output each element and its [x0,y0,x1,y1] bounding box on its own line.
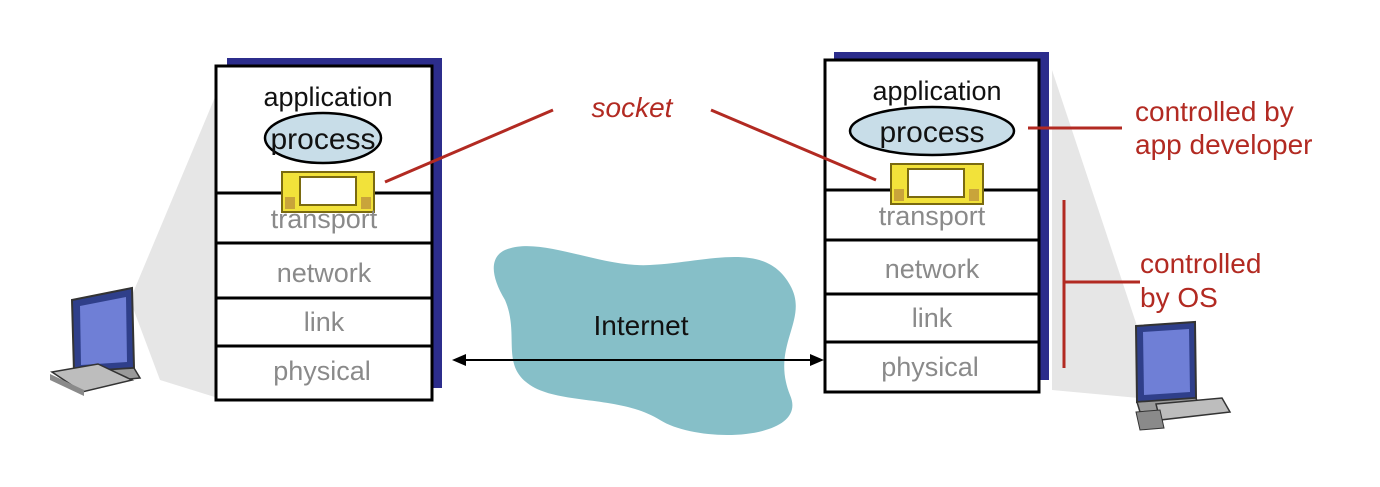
right-layer-physical: physical [881,352,979,382]
app-developer-line-2: app developer [1135,129,1312,160]
left-application-label: application [263,82,392,112]
left-host-cone [130,90,218,398]
left-process-ellipse [263,111,383,165]
right-socket-icon [890,163,984,205]
right-host-cone [1052,70,1160,400]
right-layer-transport: transport [879,201,986,231]
right-application-label: application [872,76,1001,106]
right-layer-network: network [885,254,980,284]
socket-label: socket [592,92,674,123]
right-process-ellipse [848,105,1016,157]
os-line-1: controlled [1140,248,1261,279]
left-process-label: process [270,123,375,156]
left-layer-transport: transport [271,204,378,234]
right-protocol-stack: application process transport network li… [823,52,1049,394]
os-annotation: controlled by OS [1140,248,1269,313]
right-process-label: process [879,116,984,149]
left-protocol-stack: application process transport network li… [214,58,442,402]
left-layer-network: network [277,258,372,288]
app-developer-annotation: controlled by app developer [1135,96,1312,160]
right-computer-icon [1134,320,1232,431]
physical-link-arrow [452,354,824,366]
internet-label: Internet [594,310,689,341]
left-computer-icon [50,286,142,396]
left-socket-icon [281,171,375,213]
internet-cloud [493,246,796,435]
socket-pointer-right [710,108,877,182]
left-layer-physical: physical [273,356,371,386]
right-layer-link: link [912,303,953,333]
os-line-2: by OS [1140,282,1218,313]
app-developer-line-1: controlled by [1135,96,1294,127]
left-layer-link: link [304,307,345,337]
socket-pointer-left [384,108,554,184]
